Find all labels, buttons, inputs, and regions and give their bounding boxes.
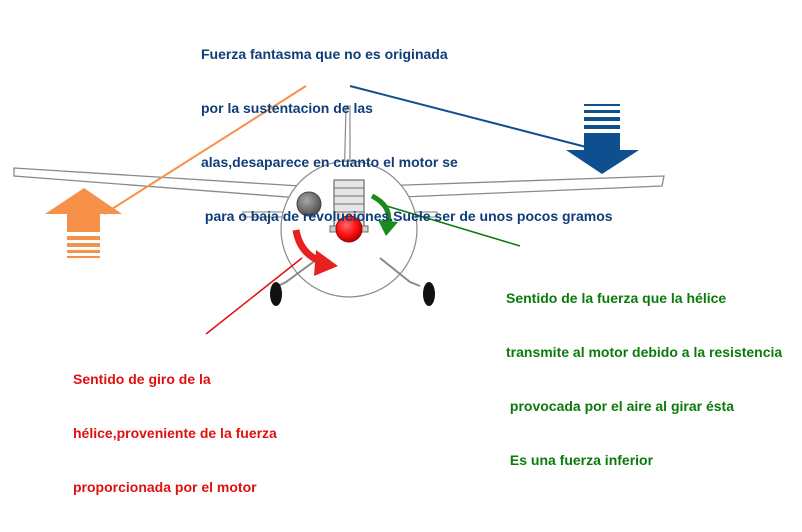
annotation-right-line: transmite al motor debido a la resistenc… bbox=[506, 344, 783, 360]
red-curved-arrow-icon bbox=[292, 229, 338, 276]
orange-up-arrow-icon bbox=[45, 188, 122, 258]
red-leader-line bbox=[205, 257, 303, 335]
annotation-left-line: hélice,proveniente de la fuerza bbox=[73, 425, 277, 441]
annotation-left-line: Sentido de giro de la bbox=[73, 371, 211, 387]
annotation-right-line: Sentido de la fuerza que la hélice bbox=[506, 290, 727, 306]
annotation-left: Sentido de giro de la hélice,proveniente… bbox=[73, 334, 277, 532]
annotation-right: Sentido de la fuerza que la hélice trans… bbox=[506, 253, 782, 505]
green-curved-arrow-icon bbox=[370, 193, 398, 236]
landing-gear bbox=[270, 257, 435, 306]
right-wheel bbox=[423, 282, 435, 306]
airplane-diagram bbox=[13, 85, 665, 335]
annotation-top-line: Fuerza fantasma que no es originada bbox=[201, 46, 448, 62]
annotation-top-line: alas,desaparece en cuanto el motor se bbox=[201, 154, 458, 170]
engine-cylinder bbox=[296, 191, 322, 217]
blue-leader-line bbox=[349, 85, 591, 149]
annotation-left-line: proporcionada por el motor bbox=[73, 479, 257, 495]
blue-down-arrow-icon bbox=[566, 104, 639, 174]
annotation-top: Fuerza fantasma que no es originada por … bbox=[201, 9, 613, 261]
annotation-right-line: provocada por el aire al girar ésta bbox=[506, 398, 734, 414]
propeller-hub bbox=[335, 215, 363, 243]
annotation-right-line: Es una fuerza inferior bbox=[506, 452, 654, 468]
orange-leader-line bbox=[103, 85, 307, 215]
left-wheel bbox=[270, 282, 282, 306]
green-leader-line bbox=[379, 203, 521, 247]
annotation-top-line: para o baja de revoluciones.Suele ser de… bbox=[201, 208, 613, 224]
annotation-top-line: por la sustentacion de las bbox=[201, 100, 373, 116]
diagram-canvas: Fuerza fantasma que no es originada por … bbox=[13, 9, 782, 495]
